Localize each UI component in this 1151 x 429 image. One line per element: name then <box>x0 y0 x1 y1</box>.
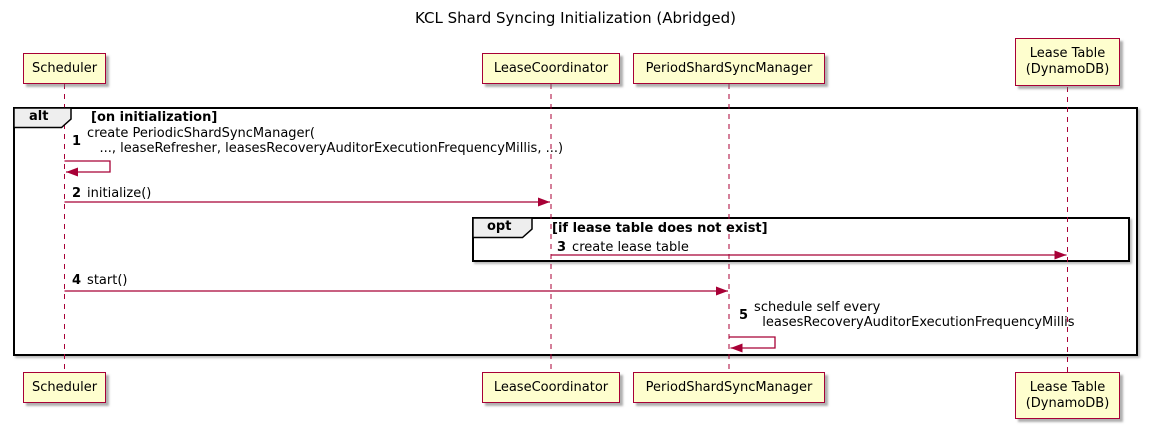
opt-guard-label: [if lease table does not exist] <box>552 221 768 236</box>
message-2: 2 initialize() <box>72 186 151 201</box>
participant-period-shard-sync-manager-top: PeriodShardSyncManager <box>633 53 825 84</box>
participant-lease-table-bottom: Lease Table (DynamoDB) <box>1015 372 1120 419</box>
message-5-text: schedule self every leasesRecoveryAudito… <box>754 300 1075 330</box>
message-4-text: start() <box>87 273 128 288</box>
opt-keyword-label: opt <box>487 219 512 234</box>
participant-lease-table-top: Lease Table (DynamoDB) <box>1015 38 1120 86</box>
message-2-number: 2 <box>72 186 82 201</box>
participant-lease-coordinator-top: LeaseCoordinator <box>482 53 620 84</box>
message-5-number: 5 <box>739 307 749 323</box>
participant-period-shard-sync-manager-bottom: PeriodShardSyncManager <box>633 372 825 403</box>
message-1: 1 create PeriodicShardSyncManager( ..., … <box>72 126 563 156</box>
message-3: 3 create lease table <box>557 240 689 255</box>
message-4-number: 4 <box>72 273 82 288</box>
message-2-text: initialize() <box>87 186 152 201</box>
diagram-title: KCL Shard Syncing Initialization (Abridg… <box>415 9 736 27</box>
message-3-text: create lease table <box>572 240 689 255</box>
message-1-number: 1 <box>72 133 82 149</box>
participant-lease-coordinator-bottom: LeaseCoordinator <box>482 372 620 403</box>
opt-frame <box>472 217 1130 262</box>
participant-scheduler-bottom: Scheduler <box>23 372 106 403</box>
message-1-text: create PeriodicShardSyncManager( ..., le… <box>87 126 564 156</box>
message-5: 5 schedule self every leasesRecoveryAudi… <box>739 300 1075 330</box>
alt-frame <box>13 107 1138 356</box>
participant-scheduler-top: Scheduler <box>23 53 106 84</box>
message-4: 4 start() <box>72 273 127 288</box>
alt-guard-label: [on initialization] <box>91 110 218 125</box>
message-3-number: 3 <box>557 240 567 255</box>
alt-keyword-label: alt <box>29 109 49 124</box>
